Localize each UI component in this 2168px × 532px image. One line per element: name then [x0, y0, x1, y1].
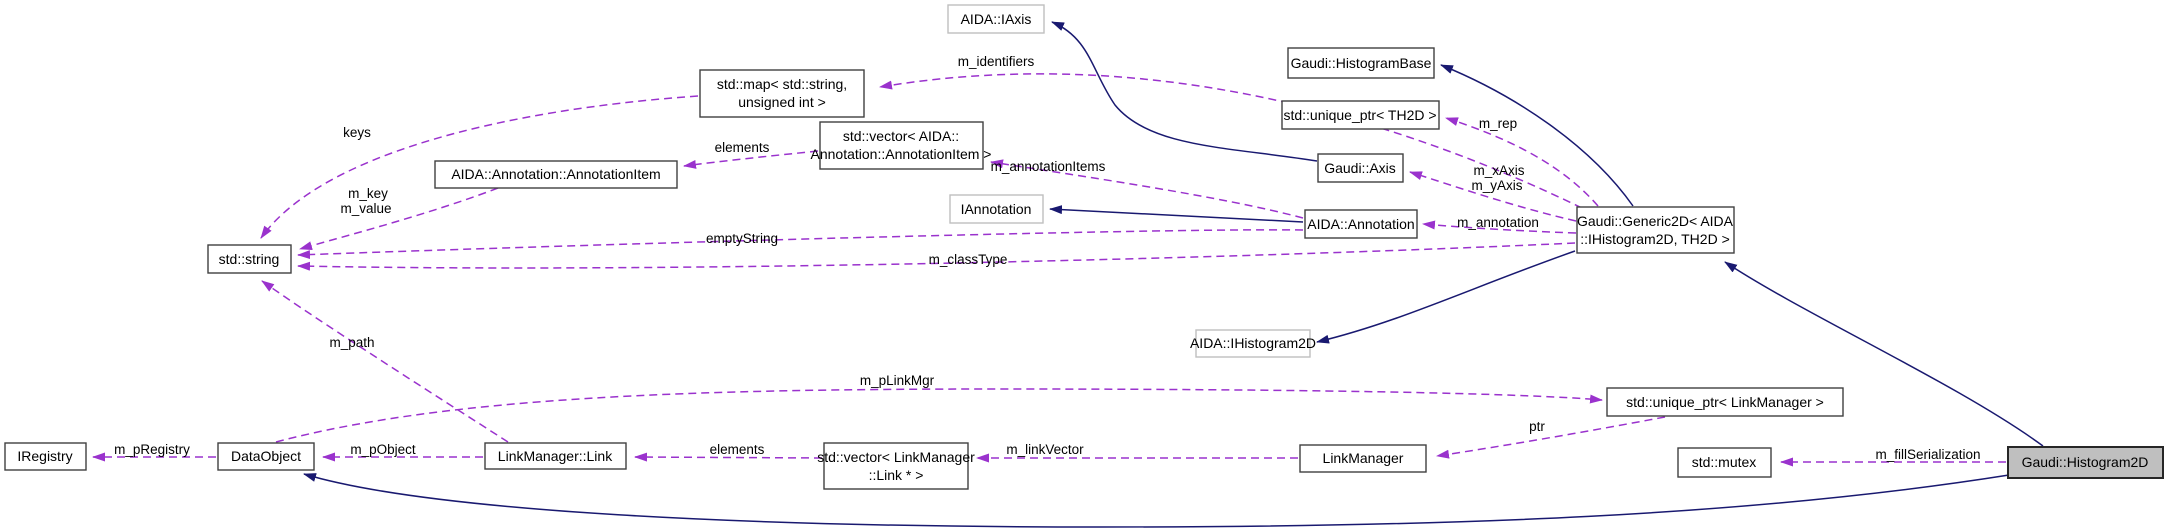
node-aida-annotation-annotationitem[interactable]: AIDA::Annotation::AnnotationItem: [434, 160, 678, 189]
svg-text:::IHistogram2D, TH2D >: ::IHistogram2D, TH2D >: [1580, 231, 1730, 247]
svg-text:std::unique_ptr< TH2D >: std::unique_ptr< TH2D >: [1283, 107, 1436, 123]
edge-label-m-identifiers: m_identifiers: [958, 54, 1035, 69]
edge-label-m-annotation: m_annotation: [1457, 215, 1539, 230]
svg-text:AIDA::Annotation::AnnotationIt: AIDA::Annotation::AnnotationItem: [451, 166, 660, 182]
svg-text:Gaudi::Histogram2D: Gaudi::Histogram2D: [2022, 454, 2149, 470]
edge-label-ptr: ptr: [1529, 419, 1545, 434]
svg-text:IAnnotation: IAnnotation: [961, 201, 1032, 217]
svg-text:IRegistry: IRegistry: [17, 448, 72, 464]
node-std-map[interactable]: std::map< std::string, unsigned int >: [699, 69, 865, 118]
edge-m-path: [261, 280, 509, 443]
svg-text:std::string: std::string: [219, 251, 280, 267]
svg-text:std::map< std::string,: std::map< std::string,: [717, 76, 847, 92]
edge-ptr: [1436, 416, 1666, 459]
node-std-unique-ptr-th2d[interactable]: std::unique_ptr< TH2D >: [1281, 100, 1440, 130]
node-gaudi-axis[interactable]: Gaudi::Axis: [1317, 153, 1404, 183]
edge-m-key-m-value: [299, 187, 499, 250]
edge-generic2d-inherits-ihistogram2d: [1316, 250, 1576, 344]
node-linkmanager-link[interactable]: LinkManager::Link: [484, 442, 627, 470]
node-std-string[interactable]: std::string: [207, 244, 292, 274]
edge-m-plinkmgr: [275, 388, 1603, 443]
node-std-mutex[interactable]: std::mutex: [1677, 447, 1772, 478]
edge-empty-string: [297, 229, 1304, 260]
node-dataobject[interactable]: DataObject: [217, 442, 315, 471]
edge-label-m-plinkmgr: m_pLinkMgr: [860, 373, 935, 388]
edge-m-annotation-items: [990, 159, 1304, 219]
edge-generic2d-inherits-histogrambase: [1440, 64, 1634, 207]
edge-m-annotation: [1422, 220, 1577, 234]
svg-text:std::mutex: std::mutex: [1692, 454, 1757, 470]
svg-text:AIDA::IAxis: AIDA::IAxis: [961, 11, 1032, 27]
svg-text:DataObject: DataObject: [231, 448, 301, 464]
edge-label-m-key: m_key: [348, 186, 388, 201]
svg-text:std::unique_ptr< LinkManager >: std::unique_ptr< LinkManager >: [1626, 394, 1824, 410]
edge-label-m-value: m_value: [340, 201, 391, 216]
edge-label-m-rep: m_rep: [1479, 116, 1517, 131]
edge-label-m-class-type: m_classType: [929, 252, 1008, 267]
edge-label-m-path: m_path: [329, 335, 374, 350]
node-aida-ihistogram2d[interactable]: AIDA::IHistogram2D: [1190, 329, 1316, 358]
edge-label-elements-top: elements: [715, 140, 770, 155]
edge-label-empty-string: emptyString: [706, 231, 778, 246]
node-gaudi-generic2d[interactable]: Gaudi::Generic2D< AIDA ::IHistogram2D, T…: [1576, 206, 1735, 254]
node-aida-annotation[interactable]: AIDA::Annotation: [1304, 209, 1418, 239]
node-gaudi-histogrambase[interactable]: Gaudi::HistogramBase: [1287, 47, 1435, 79]
svg-text:Gaudi::Axis: Gaudi::Axis: [1324, 160, 1396, 176]
node-std-vector-link[interactable]: std::vector< LinkManager ::Link * >: [817, 442, 975, 490]
node-std-unique-ptr-linkmanager[interactable]: std::unique_ptr< LinkManager >: [1606, 387, 1844, 417]
svg-text:std::vector< LinkManager: std::vector< LinkManager: [817, 449, 975, 465]
edge-histogram2d-inherits-generic2d: [1724, 261, 2044, 447]
edge-elements-top: [683, 150, 819, 169]
edge-axis-inherits-iaxis: [1051, 21, 1318, 162]
edge-annotation-inherits-iannotation: [1049, 205, 1304, 223]
node-aida-iaxis[interactable]: AIDA::IAxis: [947, 4, 1045, 34]
svg-text:Annotation::AnnotationItem >: Annotation::AnnotationItem >: [811, 146, 992, 162]
edge-label-m-pregistry: m_pRegistry: [114, 442, 190, 457]
edge-histogram2d-inherits-dataobject: [303, 473, 2010, 528]
svg-text:::Link * >: ::Link * >: [869, 467, 924, 483]
node-linkmanager[interactable]: LinkManager: [1299, 444, 1427, 473]
node-std-vector-annotationitem[interactable]: std::vector< AIDA:: Annotation::Annotati…: [811, 121, 992, 170]
node-iregistry[interactable]: IRegistry: [4, 442, 87, 471]
edge-label-m-xaxis: m_xAxis: [1473, 163, 1524, 178]
svg-text:std::vector< AIDA::: std::vector< AIDA::: [843, 128, 959, 144]
svg-text:Gaudi::Generic2D< AIDA: Gaudi::Generic2D< AIDA: [1577, 213, 1734, 229]
node-gaudi-histogram2d[interactable]: Gaudi::Histogram2D: [2007, 446, 2164, 479]
svg-text:LinkManager: LinkManager: [1323, 450, 1404, 466]
edge-m-class-type: [297, 242, 1576, 271]
svg-text:AIDA::IHistogram2D: AIDA::IHistogram2D: [1190, 335, 1316, 351]
node-iannotation[interactable]: IAnnotation: [949, 194, 1044, 224]
svg-text:Gaudi::HistogramBase: Gaudi::HistogramBase: [1291, 55, 1432, 71]
svg-text:unsigned int >: unsigned int >: [738, 94, 826, 110]
edge-label-m-pobject: m_pObject: [350, 442, 416, 457]
svg-text:AIDA::Annotation: AIDA::Annotation: [1307, 216, 1414, 232]
edge-m-rep: [1445, 117, 1599, 207]
edge-elements-bottom: [634, 452, 823, 462]
edge-label-m-fillserialization: m_fillSerialization: [1875, 447, 1980, 462]
edge-label-elements-bottom: elements: [710, 442, 765, 457]
edge-label-keys: keys: [343, 125, 371, 140]
edge-label-m-yaxis: m_yAxis: [1471, 178, 1522, 193]
edge-label-m-linkvector: m_linkVector: [1006, 442, 1084, 457]
edge-keys: [260, 95, 699, 239]
svg-text:LinkManager::Link: LinkManager::Link: [498, 448, 613, 464]
edge-label-m-annotation-items: m_annotationItems: [991, 159, 1106, 174]
